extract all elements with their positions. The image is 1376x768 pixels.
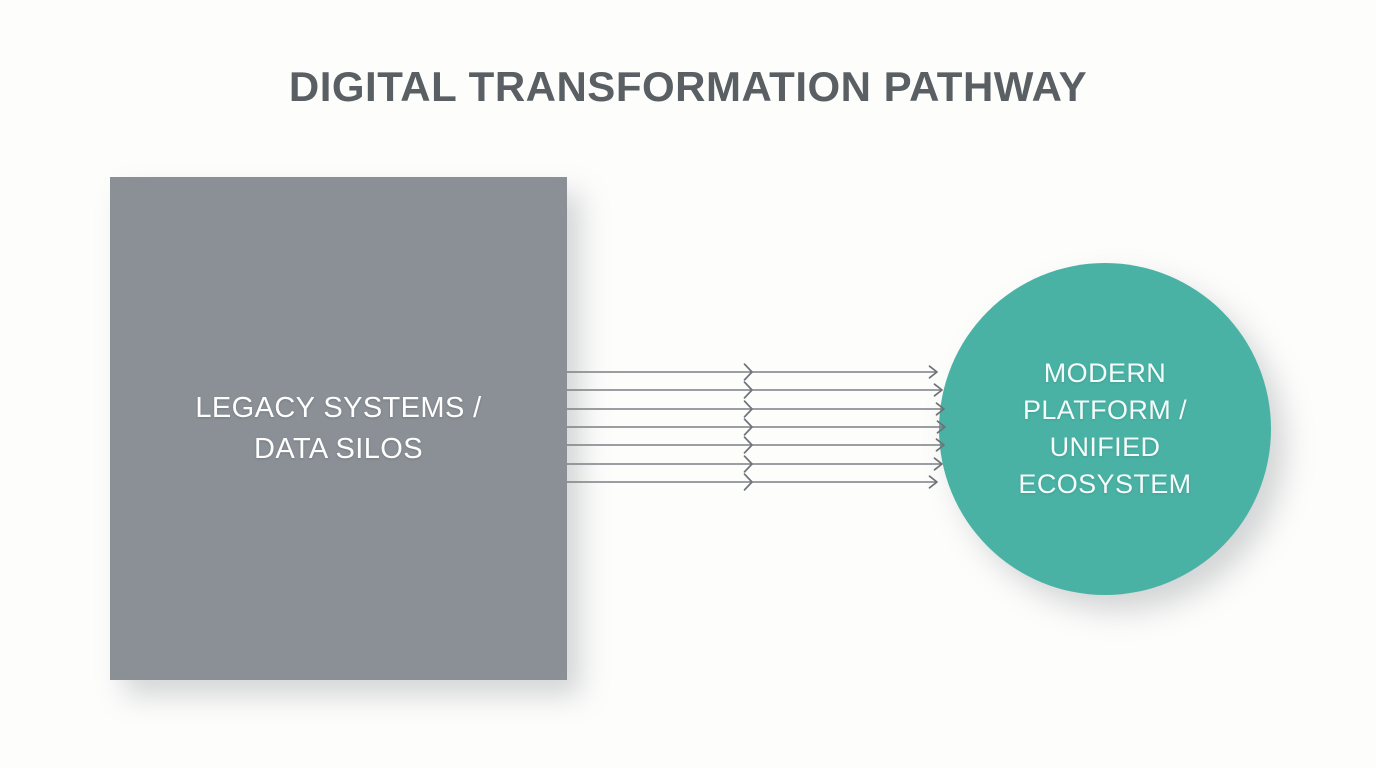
target-node-label-line1: MODERN — [1043, 358, 1167, 388]
arrowhead-icon — [933, 383, 943, 397]
source-node-label-line1: LEGACY SYSTEMS / — [195, 391, 482, 424]
source-node-legacy-systems[interactable]: LEGACY SYSTEMS / DATA SILOS — [110, 177, 567, 680]
arrowhead-icon — [928, 365, 938, 379]
flow-arrow — [567, 455, 943, 473]
flow-arrow — [567, 363, 938, 381]
arrowhead-icon — [933, 457, 943, 471]
source-node-label-line2: DATA SILOS — [254, 432, 423, 465]
flow-arrow — [567, 473, 938, 491]
chevron-right-icon — [743, 455, 753, 473]
target-node-label-line2: PLATFORM / — [1022, 395, 1187, 425]
target-node-label: MODERN PLATFORM / UNIFIED ECOSYSTEM — [1018, 355, 1191, 503]
chevron-right-icon — [743, 473, 753, 491]
flow-arrow — [567, 400, 945, 418]
chevron-right-icon — [743, 418, 753, 436]
flow-arrow — [567, 381, 943, 399]
page-title: DIGITAL TRANSFORMATION PATHWAY — [288, 63, 1088, 110]
chevron-right-icon — [743, 381, 753, 399]
chevron-right-icon — [743, 400, 753, 418]
flow-arrow — [567, 418, 946, 436]
flow-arrow — [567, 436, 945, 454]
target-node-label-line3: UNIFIED — [1049, 432, 1161, 462]
chevron-right-icon — [743, 363, 753, 381]
chevron-right-icon — [743, 436, 753, 454]
target-node-label-line4: ECOSYSTEM — [1018, 469, 1192, 499]
target-node-modern-platform[interactable]: MODERN PLATFORM / UNIFIED ECOSYSTEM — [939, 263, 1271, 595]
source-node-label: LEGACY SYSTEMS / DATA SILOS — [195, 388, 481, 470]
arrowhead-icon — [928, 475, 938, 489]
